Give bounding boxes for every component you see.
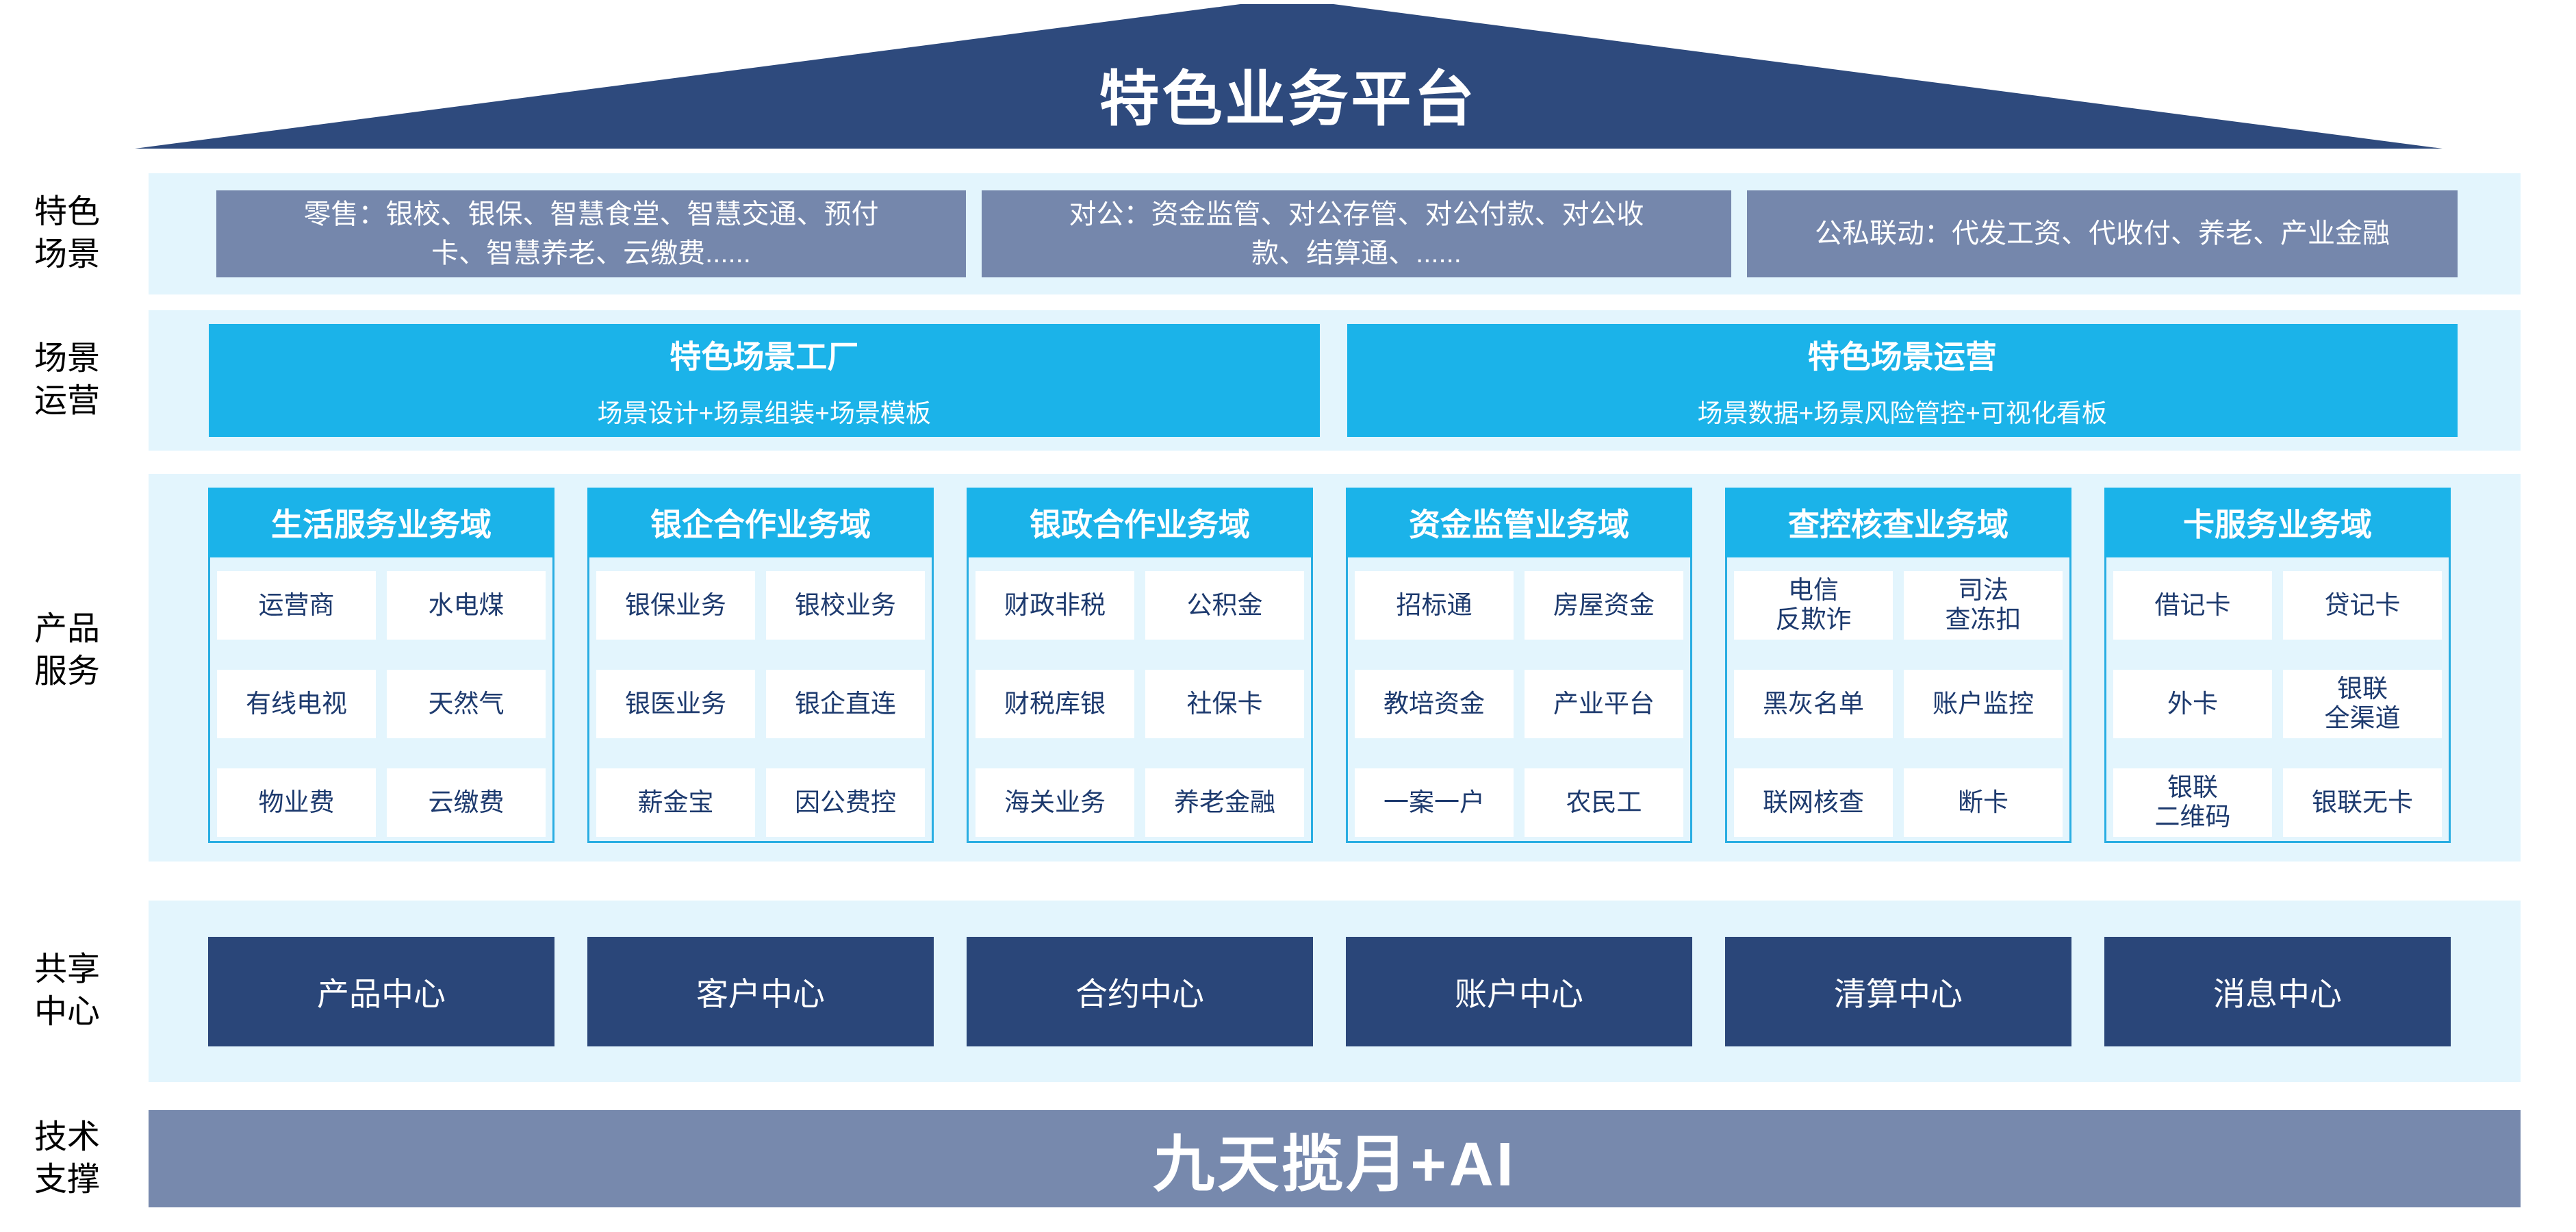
operation-box-scene-operation: 特色场景运营 场景数据+场景风险管控+可视化看板 [1347, 324, 2458, 437]
product-cell: 房屋资金 [1525, 571, 1683, 640]
product-cell: 银联 二维码 [2113, 768, 2272, 837]
product-cell: 财政非税 [975, 571, 1134, 640]
tech-support-banner: 九天揽月+AI [149, 1110, 2521, 1207]
center-box-contract: 合约中心 [967, 936, 1313, 1046]
scene-box-retail: 零售：银校、银保、智慧食堂、智慧交通、预付 卡、智慧养老、云缴费...... [216, 190, 966, 277]
product-cell: 黑灰名单 [1734, 670, 1893, 738]
center-box-message: 消息中心 [2104, 936, 2451, 1046]
product-cell: 产业平台 [1525, 670, 1683, 738]
product-column-body: 借记卡 贷记卡 外卡 银联 全渠道 银联 二维码 银联无卡 [2104, 557, 2451, 843]
product-band: 生活服务业务域 运营商 水电煤 有线电视 天然气 物业费 云缴费 银企合作业务域… [149, 474, 2521, 862]
product-cell: 贷记卡 [2283, 571, 2442, 640]
product-column-inquiry-control: 查控核查业务域 电信 反欺诈 司法 查冻扣 黑灰名单 账户监控 联网核查 断卡 [1725, 488, 2071, 843]
product-column-body: 电信 反欺诈 司法 查冻扣 黑灰名单 账户监控 联网核查 断卡 [1725, 557, 2071, 843]
scene-box-corporate: 对公：资金监管、对公存管、对公付款、对公收 款、结算通、...... [982, 190, 1731, 277]
product-cell: 运营商 [217, 571, 376, 640]
side-label-product: 产品 服务 [34, 611, 100, 690]
scene-band: 零售：银校、银保、智慧食堂、智慧交通、预付 卡、智慧养老、云缴费...... 对… [149, 173, 2521, 294]
product-cell: 公积金 [1145, 571, 1304, 640]
product-column-bank-government: 银政合作业务域 财政非税 公积金 财税库银 社保卡 海关业务 养老金融 [967, 488, 1313, 843]
product-cell: 银联无卡 [2283, 768, 2442, 837]
product-cell: 薪金宝 [596, 768, 755, 837]
center-box-customer: 客户中心 [587, 936, 934, 1046]
operation-box-subtitle: 场景设计+场景组装+场景模板 [597, 399, 931, 427]
roof-shape [135, 4, 2443, 149]
center-box-clearing: 清算中心 [1725, 936, 2071, 1046]
product-cell: 银校业务 [766, 571, 925, 640]
operation-band: 特色场景工厂 场景设计+场景组装+场景模板 特色场景运营 场景数据+场景风险管控… [149, 310, 2521, 451]
product-cell: 断卡 [1904, 768, 2063, 837]
product-column-body: 银保业务 银校业务 银医业务 银企直连 薪金宝 因公费控 [587, 557, 934, 843]
center-box-account: 账户中心 [1346, 936, 1692, 1046]
platform-title: 特色业务平台 [1099, 65, 1477, 133]
product-cell: 因公费控 [766, 768, 925, 837]
product-cell: 联网核查 [1734, 768, 1893, 837]
side-label-scene: 特色 场景 [34, 194, 100, 273]
product-cell: 银联 全渠道 [2283, 670, 2442, 738]
product-column-body: 财政非税 公积金 财税库银 社保卡 海关业务 养老金融 [967, 557, 1313, 843]
product-cell: 招标通 [1355, 571, 1514, 640]
operation-box-subtitle: 场景数据+场景风险管控+可视化看板 [1697, 399, 2107, 427]
operation-box-title: 特色场景运营 [1807, 338, 1997, 375]
product-column-body: 运营商 水电煤 有线电视 天然气 物业费 云缴费 [208, 557, 554, 843]
side-label-operation: 场景 运营 [34, 340, 100, 419]
product-cell: 外卡 [2113, 670, 2272, 738]
operation-box-title: 特色场景工厂 [669, 338, 859, 375]
scene-box-public-private: 公私联动：代发工资、代收付、养老、产业金融 [1747, 190, 2458, 277]
product-column-header: 银政合作业务域 [967, 488, 1313, 557]
product-cell: 教培资金 [1355, 670, 1514, 738]
product-cell: 云缴费 [387, 768, 546, 837]
product-cell: 借记卡 [2113, 571, 2272, 640]
product-cell: 银企直连 [766, 670, 925, 738]
product-cell: 一案一户 [1355, 768, 1514, 837]
product-cell: 银保业务 [596, 571, 755, 640]
operation-box-scene-factory: 特色场景工厂 场景设计+场景组装+场景模板 [209, 324, 1320, 437]
product-column-fund-supervision: 资金监管业务域 招标通 房屋资金 教培资金 产业平台 一案一户 农民工 [1346, 488, 1692, 843]
product-column-life-services: 生活服务业务域 运营商 水电煤 有线电视 天然气 物业费 云缴费 [208, 488, 554, 843]
product-cell: 海关业务 [975, 768, 1134, 837]
product-cell: 有线电视 [217, 670, 376, 738]
product-cell: 财税库银 [975, 670, 1134, 738]
product-cell: 账户监控 [1904, 670, 2063, 738]
product-column-header: 卡服务业务域 [2104, 488, 2451, 557]
center-box-product: 产品中心 [208, 936, 554, 1046]
product-cell: 电信 反欺诈 [1734, 571, 1893, 640]
product-cell: 养老金融 [1145, 768, 1304, 837]
product-cell: 银医业务 [596, 670, 755, 738]
product-column-header: 查控核查业务域 [1725, 488, 2071, 557]
product-cell: 物业费 [217, 768, 376, 837]
side-label-tech: 技术 支撑 [34, 1119, 100, 1198]
product-cell: 农民工 [1525, 768, 1683, 837]
side-label-shared: 共享 中心 [34, 951, 100, 1030]
product-cell: 社保卡 [1145, 670, 1304, 738]
product-cell: 天然气 [387, 670, 546, 738]
product-column-header: 资金监管业务域 [1346, 488, 1692, 557]
product-cell: 水电煤 [387, 571, 546, 640]
product-column-header: 银企合作业务域 [587, 488, 934, 557]
product-column-header: 生活服务业务域 [208, 488, 554, 557]
product-column-bank-enterprise: 银企合作业务域 银保业务 银校业务 银医业务 银企直连 薪金宝 因公费控 [587, 488, 934, 843]
product-column-body: 招标通 房屋资金 教培资金 产业平台 一案一户 农民工 [1346, 557, 1692, 843]
shared-center-band: 产品中心 客户中心 合约中心 账户中心 清算中心 消息中心 [149, 901, 2521, 1082]
product-column-card-services: 卡服务业务域 借记卡 贷记卡 外卡 银联 全渠道 银联 二维码 银联无卡 [2104, 488, 2451, 843]
product-cell: 司法 查冻扣 [1904, 571, 2063, 640]
